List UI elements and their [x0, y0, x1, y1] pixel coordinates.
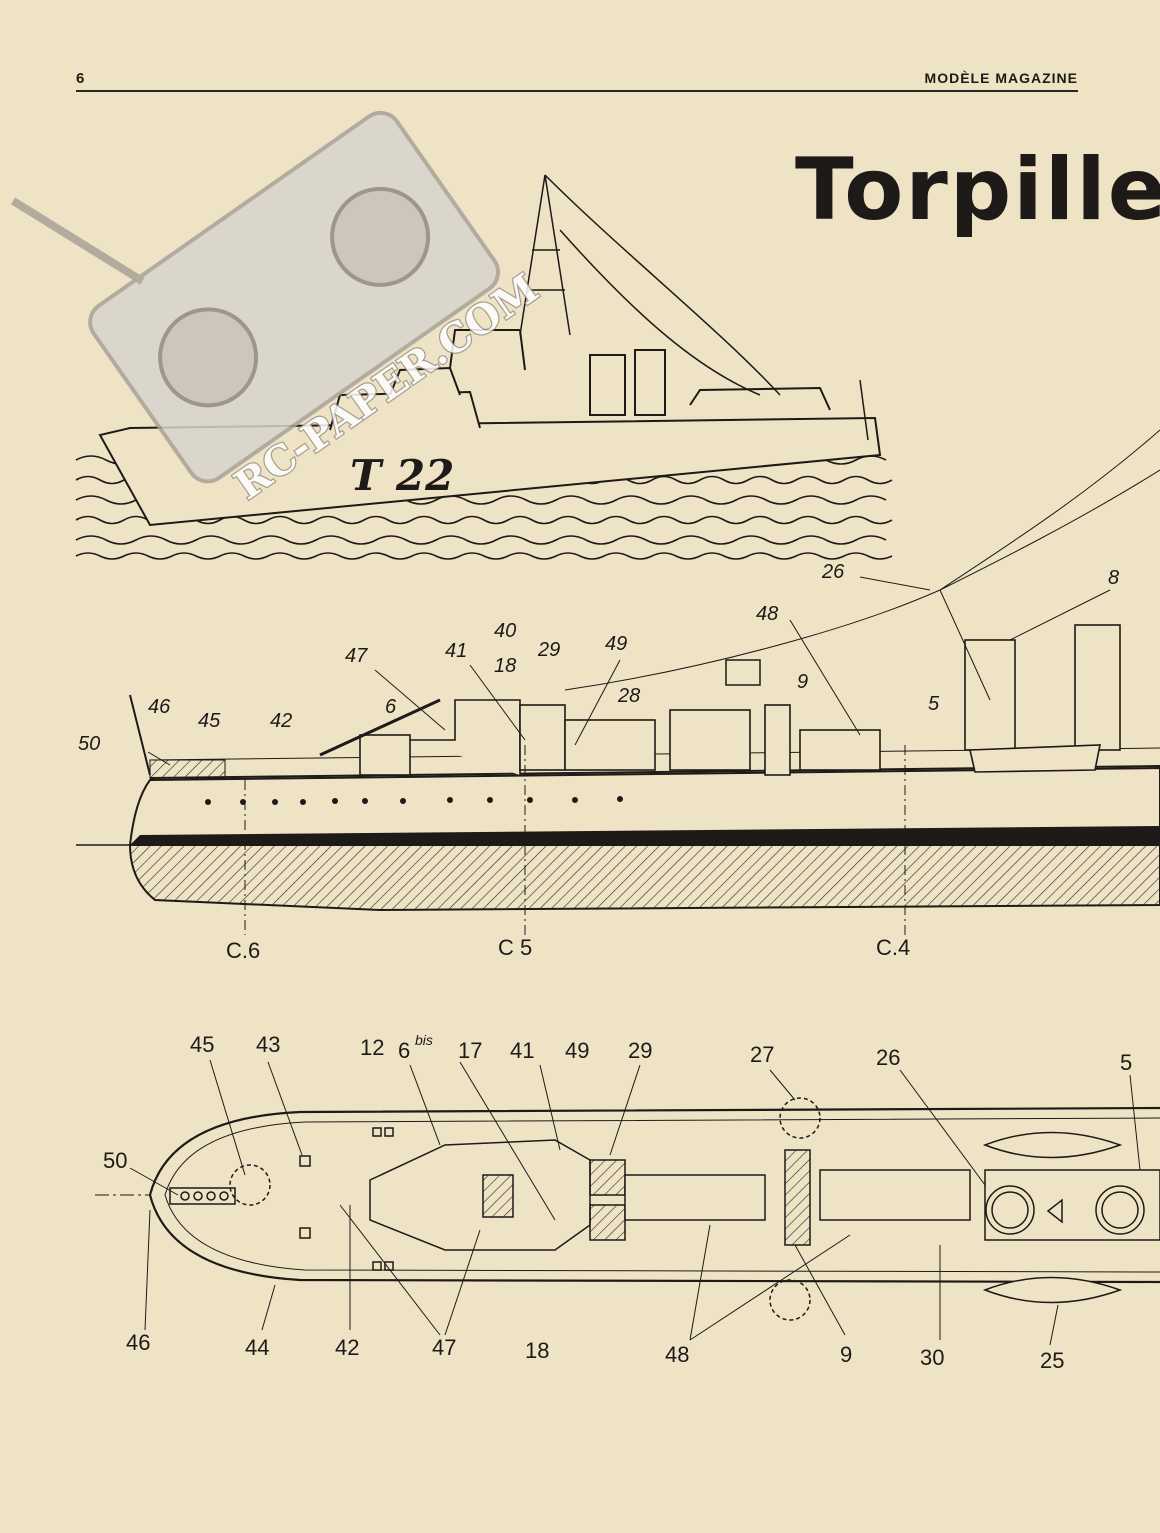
callout-label: 18	[525, 1338, 549, 1363]
plan-view: 45 43 12 6 bis 17 41 49 29 27 26 5 50 46…	[95, 1032, 1160, 1373]
callout-label: 46	[148, 696, 171, 718]
aft-funnel	[1074, 624, 1121, 751]
callout-label: 26	[876, 1045, 900, 1070]
magazine-name: MODÈLE MAGAZINE	[924, 70, 1078, 86]
header-rule	[76, 90, 1078, 92]
callout-label: 43	[256, 1032, 280, 1057]
callout-label: 49	[565, 1038, 589, 1063]
callout-label: 48	[756, 603, 778, 625]
mast-rigging	[519, 174, 869, 441]
callout-label: 30	[920, 1345, 944, 1370]
callout-label: 47	[432, 1335, 456, 1360]
callout-label: 40	[494, 620, 516, 642]
hull-marking: T 22	[350, 451, 454, 500]
bow-fittings	[149, 759, 226, 779]
callout-label: 44	[245, 1335, 269, 1360]
portholes	[205, 796, 623, 805]
section-lines	[244, 745, 906, 935]
callout-label: 41	[510, 1038, 534, 1063]
deck-edge-inner	[164, 1117, 1160, 1273]
plan-leaders	[129, 1059, 1141, 1346]
section-label: C 5	[498, 935, 532, 960]
callout-label: 6	[385, 696, 397, 718]
callout-label: 8	[1108, 567, 1119, 589]
callout-label: 25	[1040, 1348, 1064, 1373]
rigging-lines	[564, 429, 1160, 701]
callout-label: 27	[750, 1042, 774, 1067]
callout-label: 50	[78, 733, 100, 755]
callout-label: 5	[1120, 1050, 1132, 1075]
callout-label: 26	[821, 561, 845, 583]
callout-label: 6	[398, 1038, 410, 1063]
callout-label: 45	[190, 1032, 214, 1057]
callout-label: 50	[103, 1148, 127, 1173]
callout-label: 45	[198, 710, 221, 732]
callout-label: 29	[537, 639, 560, 661]
callout-label-superscript: bis	[415, 1032, 433, 1048]
antenna-icon	[10, 197, 145, 285]
plan-fittings	[169, 1097, 1160, 1321]
forward-funnel	[964, 639, 1016, 751]
callout-label: 48	[665, 1342, 689, 1367]
callout-label: 5	[928, 693, 940, 715]
callout-label: 41	[445, 640, 467, 662]
callout-label: 29	[628, 1038, 652, 1063]
joystick-right-icon	[330, 186, 431, 287]
callout-leaders	[147, 576, 1111, 766]
side-elevation: 50 46 45 42 47 6 41 18 40 29 49 28 48 9 …	[76, 429, 1160, 963]
ship-hull-illustration	[98, 329, 882, 527]
main-title: Torpille	[795, 140, 1160, 240]
underwater-hull	[128, 844, 1160, 912]
superstructure	[129, 624, 1121, 776]
ship-illustration: T 22	[75, 174, 893, 560]
page-number: 6	[76, 70, 85, 87]
section-label: C.4	[876, 935, 910, 960]
callout-label: 46	[126, 1330, 150, 1355]
callout-label: 18	[494, 655, 516, 677]
callout-label: 9	[840, 1342, 852, 1367]
flag	[725, 659, 761, 686]
section-label: C.6	[226, 938, 260, 963]
boot-topping-stripe	[130, 826, 1160, 845]
joystick-left-icon	[158, 307, 259, 408]
callout-label: 42	[335, 1335, 359, 1360]
callout-label: 42	[270, 710, 292, 732]
callout-label: 47	[345, 645, 368, 667]
callout-label: 28	[617, 685, 640, 707]
callout-label: 12	[360, 1035, 384, 1060]
callout-label: 49	[605, 633, 627, 655]
callout-label: 17	[458, 1038, 482, 1063]
callout-label: 9	[797, 671, 808, 693]
